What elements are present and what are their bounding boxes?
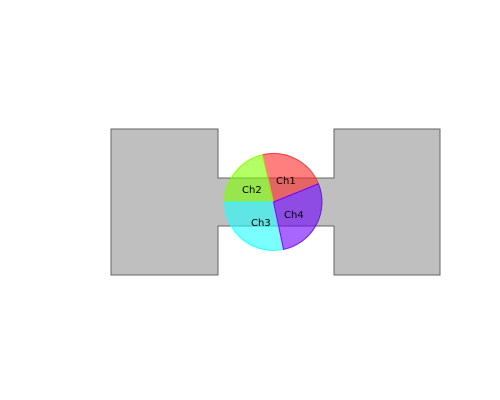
sector-ch2-label: Ch2 [242, 185, 262, 196]
sector-ch3-wedge [224, 201, 285, 251]
sector-ch3-label: Ch3 [251, 218, 271, 229]
sector-ch1-wedge [261, 152, 320, 203]
sector-ch2-wedge [224, 154, 275, 203]
sector-ch1-label: Ch1 [276, 176, 296, 187]
sector-ch2: Ch2 [224, 154, 275, 203]
sector-ch4-wedge [272, 183, 323, 251]
sector-ch3: Ch3 [224, 201, 285, 251]
sector-ch1: Ch1 [261, 152, 320, 203]
sector-ch4-label: Ch4 [284, 210, 304, 221]
sector-ch4: Ch4 [272, 183, 323, 251]
